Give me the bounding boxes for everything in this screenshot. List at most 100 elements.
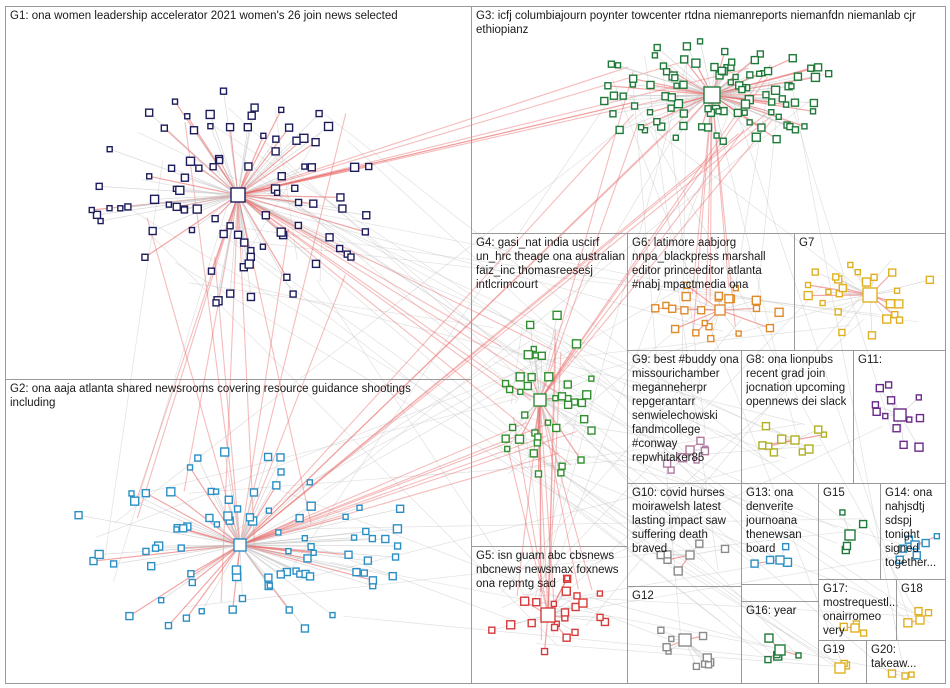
cross-edge-red xyxy=(239,435,547,546)
node-g2 xyxy=(300,624,310,633)
node-g1 xyxy=(307,163,317,172)
hub-g16 xyxy=(774,644,786,656)
node-g5 xyxy=(561,586,571,596)
cross-edge-gray xyxy=(518,412,838,544)
cross-edge-gray xyxy=(267,150,897,680)
node-g18 xyxy=(924,609,933,617)
cross-edge-red xyxy=(539,119,773,401)
cross-edge-red xyxy=(239,113,635,546)
edge-g1 xyxy=(237,140,297,196)
cross-edge-gray xyxy=(316,280,531,604)
node-g1 xyxy=(336,193,345,202)
node-g18 xyxy=(914,606,923,616)
node-g4 xyxy=(579,414,589,424)
node-g1 xyxy=(106,146,113,153)
node-g11 xyxy=(915,394,923,401)
node-g2 xyxy=(109,560,118,568)
node-g1 xyxy=(175,185,185,196)
edge-g2 xyxy=(168,544,241,626)
edge-g1 xyxy=(109,148,239,196)
group-g3-label: G3: icfj columbiajourn poynter towcenter… xyxy=(476,10,916,36)
cross-edge-gray xyxy=(494,298,865,400)
node-g6 xyxy=(668,304,677,313)
node-g3 xyxy=(793,72,803,81)
edge-g3 xyxy=(711,76,799,96)
edge-g8 xyxy=(765,425,796,441)
node-g3 xyxy=(673,98,684,109)
node-g5 xyxy=(578,598,588,608)
cross-edge-gray xyxy=(291,87,619,568)
node-g1 xyxy=(325,233,334,242)
node-g2 xyxy=(186,464,194,471)
cross-edge-red xyxy=(237,66,629,196)
edge-g1 xyxy=(209,114,239,196)
group-g9-box: G9: best #buddy ona missourichamber mega… xyxy=(627,350,742,484)
node-g2 xyxy=(306,501,316,511)
node-g3 xyxy=(662,68,671,76)
cross-edge-red xyxy=(239,113,347,546)
cross-edge-gray xyxy=(520,423,802,469)
node-g11 xyxy=(884,381,893,389)
node-g3 xyxy=(614,62,622,69)
node-g2 xyxy=(356,504,363,511)
cross-edge-gray xyxy=(95,366,531,538)
node-g1 xyxy=(233,230,243,239)
node-g4 xyxy=(571,339,582,349)
node-g12 xyxy=(692,662,701,671)
edge-g8 xyxy=(794,434,824,441)
node-g2 xyxy=(147,561,156,571)
node-g3 xyxy=(791,126,800,134)
group-g14-label: G14: ona nahjsdtj sdspj tonight signed t… xyxy=(885,487,937,569)
group-g3-box: G3: icfj columbiajourn poynter towcenter… xyxy=(471,6,946,234)
node-g1 xyxy=(148,226,157,236)
node-g2 xyxy=(166,487,176,497)
edge-g1 xyxy=(237,194,341,199)
edge-g1 xyxy=(171,167,239,196)
hub-g12 xyxy=(678,633,692,647)
edge-g4 xyxy=(539,378,592,401)
cross-edge-red xyxy=(239,274,346,546)
cross-edge-red xyxy=(711,94,730,288)
group-g2-box: G2: ona aaja atlanta shared newsrooms co… xyxy=(5,379,472,684)
node-g8 xyxy=(820,431,828,438)
cross-edge-red xyxy=(239,228,290,546)
node-g2 xyxy=(275,529,282,536)
cross-edge-gray xyxy=(536,643,846,668)
edge-g1 xyxy=(210,126,239,196)
cross-edge-gray xyxy=(233,340,531,533)
hub-g1 xyxy=(230,187,246,203)
cross-edge-gray xyxy=(347,140,686,453)
node-g5 xyxy=(550,600,558,608)
node-g8 xyxy=(777,434,787,444)
node-g13 xyxy=(750,559,759,568)
node-g3 xyxy=(770,85,781,95)
cross-edge-red xyxy=(237,194,532,401)
node-g2 xyxy=(266,582,274,589)
node-g4 xyxy=(515,372,525,382)
edge-g2 xyxy=(93,544,241,562)
hub-g19 xyxy=(834,662,846,674)
node-g2 xyxy=(233,505,242,513)
node-g2 xyxy=(151,544,160,552)
group-g12-box: G12 xyxy=(627,586,742,684)
node-g1 xyxy=(323,121,334,132)
edge-g2 xyxy=(185,544,241,619)
node-g2 xyxy=(276,453,285,462)
node-g9 xyxy=(693,457,700,464)
edge-g7 xyxy=(822,294,871,304)
node-g1 xyxy=(184,113,191,120)
cross-edge-red xyxy=(692,94,713,331)
cross-edge-gray xyxy=(495,443,721,622)
node-g1 xyxy=(212,299,220,307)
edge-g6 xyxy=(719,307,757,311)
group-g16-box: G16: year xyxy=(741,601,819,684)
cross-edge-gray xyxy=(124,205,704,562)
node-g14 xyxy=(921,538,930,548)
edge-g6 xyxy=(719,309,780,313)
group-g15-label: G15 xyxy=(823,487,845,499)
node-g4 xyxy=(508,423,517,432)
node-g4 xyxy=(527,372,536,382)
node-g3 xyxy=(657,122,666,131)
edge-g2 xyxy=(160,544,241,601)
node-g2 xyxy=(392,524,403,534)
